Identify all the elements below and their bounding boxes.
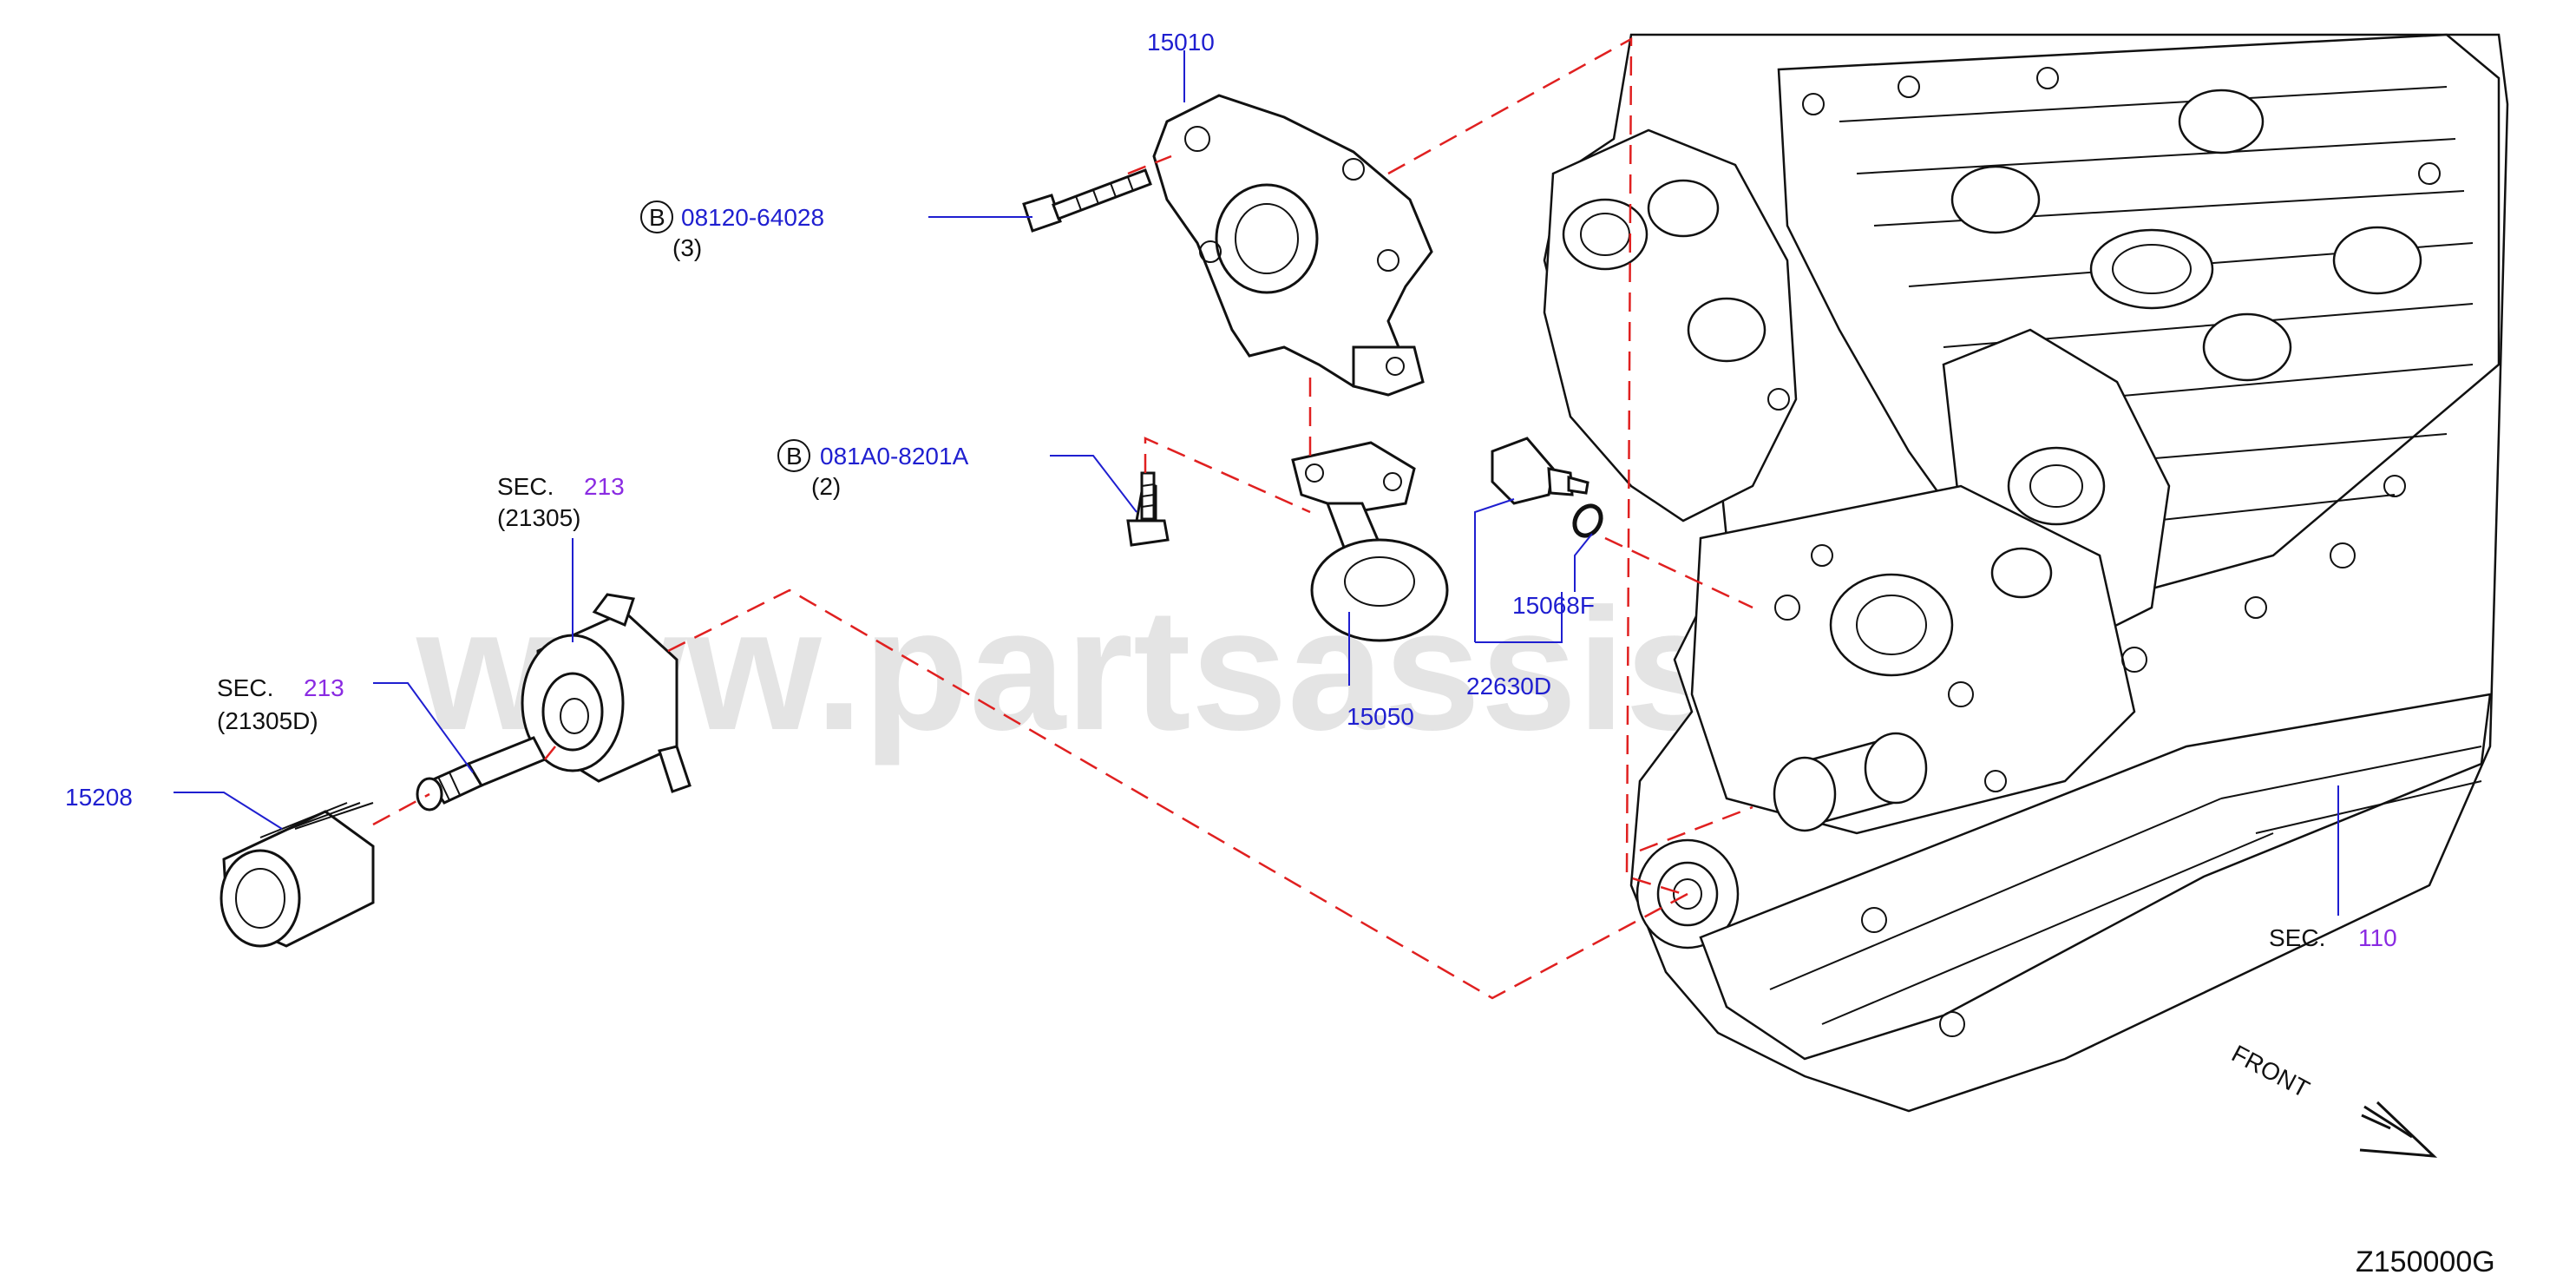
- bolt2-circle: [777, 439, 810, 472]
- label-sec213a-sub: (21305): [497, 504, 581, 531]
- label-081A0-8201A: 081A0-8201A: [820, 443, 969, 470]
- oil-strainer-15050: [1291, 441, 1449, 642]
- bolt1-circle-letter: B: [649, 204, 665, 231]
- label-sec213b-sub: (21305D): [217, 707, 318, 734]
- strainer-bolt-081A0-8201A: [1126, 471, 1170, 547]
- front-arrow-icon: [2359, 1101, 2438, 1158]
- label-15208: 15208: [65, 784, 133, 811]
- pump-bolt-08120-64028: [1022, 168, 1152, 233]
- bolt1-circle: [640, 200, 673, 233]
- engine-block: [1543, 33, 2509, 1113]
- connector-bolt-21305D: [416, 736, 547, 812]
- label-15010: 15010: [1147, 29, 1215, 56]
- label-sec213b-num: 213: [304, 674, 344, 701]
- o-ring-15068F: [1572, 503, 1603, 538]
- label-15068F: 15068F: [1512, 592, 1595, 619]
- front-label: FRONT: [2227, 1040, 2314, 1103]
- label-08120-64028: 08120-64028: [681, 204, 824, 231]
- bolt2-circle-letter: B: [786, 443, 803, 470]
- label-bolt1-qty: (3): [672, 234, 702, 261]
- oil-filter-15208: [220, 802, 375, 948]
- leader-lines: [174, 50, 2339, 916]
- oil-pump-15010: [1152, 94, 1433, 397]
- label-22630D: 22630D: [1466, 673, 1551, 700]
- label-sec110: SEC.: [2269, 924, 2325, 951]
- label-sec213b: SEC.: [217, 674, 273, 701]
- label-bolt2-qty: (2): [811, 473, 841, 500]
- diagram-id: Z150000G: [2356, 1245, 2495, 1278]
- assembly-lines: [372, 36, 1753, 1000]
- oil-pressure-switch-22630D: [1491, 437, 1590, 505]
- label-sec213a: SEC.: [497, 473, 554, 500]
- label-sec213a-num: 213: [584, 473, 625, 500]
- oil-cooler-21305: [521, 593, 692, 793]
- label-15050: 15050: [1347, 703, 1414, 730]
- label-sec110-num: 110: [2358, 924, 2397, 951]
